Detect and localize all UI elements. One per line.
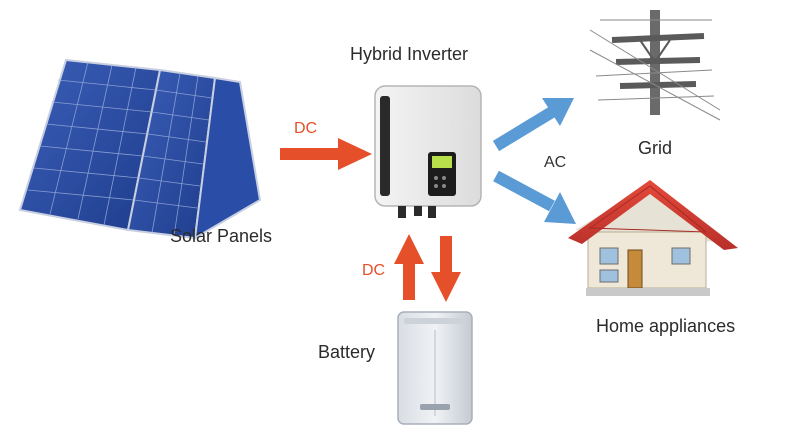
battery-icon	[397, 311, 473, 425]
dc-flow-label-solar: DC	[294, 120, 318, 137]
home-label: Home appliances	[596, 316, 736, 336]
grid-pole-icon	[589, 10, 721, 121]
ac-flow-label: AC	[544, 154, 567, 171]
inverter-label: Hybrid Inverter	[350, 44, 469, 64]
inverter-icon	[374, 85, 482, 218]
ac-arrow-to-home	[493, 170, 576, 224]
ac-arrow-to-grid	[492, 98, 574, 152]
dc-arrow-solar-to-inverter	[280, 138, 372, 170]
dc-flow-label-battery: DC	[362, 262, 386, 279]
solar-panels-label: Solar Panels	[170, 226, 273, 246]
solar-panel-icon	[18, 58, 262, 240]
battery-label: Battery	[318, 342, 376, 362]
grid-label: Grid	[638, 138, 673, 158]
dc-arrow-battery-to-inverter	[394, 234, 424, 300]
dc-arrow-inverter-to-battery	[431, 236, 461, 302]
home-icon	[568, 180, 738, 296]
